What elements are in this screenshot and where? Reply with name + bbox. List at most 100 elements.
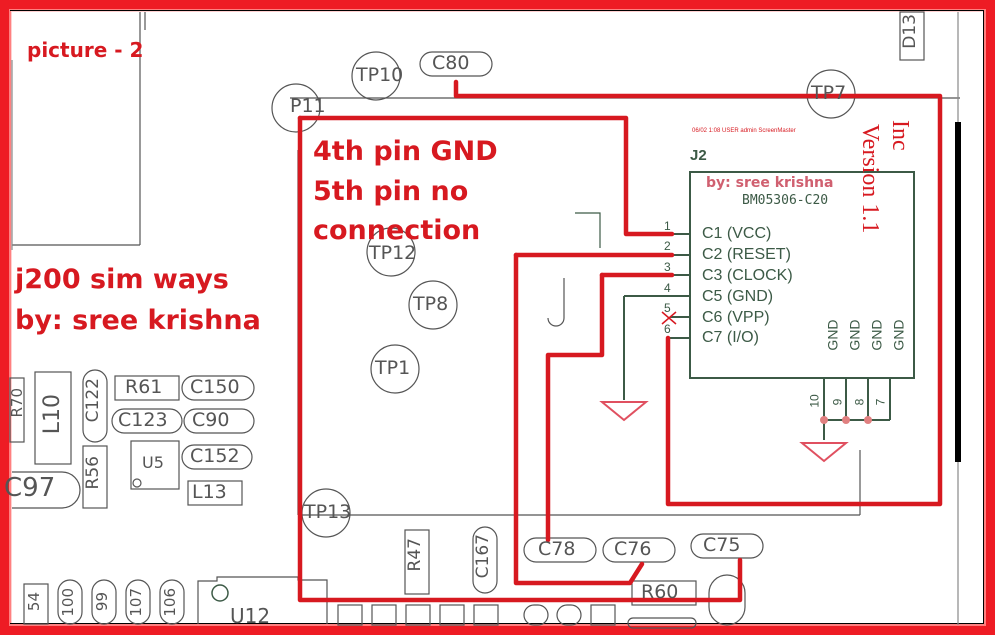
pin-label: C1 (VCC) (702, 225, 772, 242)
label-tp1: TP1 (375, 357, 411, 379)
pin-label: C2 (RESET) (702, 246, 791, 263)
gnd-pin-number: 9 (830, 398, 845, 406)
inc-text: Inc (887, 120, 913, 151)
schematic-header-small: 06/02 1:08 USER admin ScreenMaster (692, 128, 796, 134)
pin-label: C5 (GND) (702, 288, 774, 305)
label-d13: D13 (900, 14, 920, 49)
u12-outline (197, 576, 328, 624)
r56-pad (82, 445, 108, 509)
label-c90: C90 (192, 409, 230, 431)
label-u5: U5 (142, 453, 164, 472)
tp8-pad (408, 280, 458, 330)
label-tp8: TP8 (413, 293, 449, 315)
gnd-pin-label: GND (824, 319, 841, 351)
label-107: 107 (127, 588, 145, 617)
caption-line1: j200 sim ways (15, 264, 229, 295)
u5-pad (130, 440, 180, 490)
label-tp12: TP12 (369, 242, 417, 264)
label-r60: R60 (641, 581, 679, 603)
label-r56: R56 (83, 456, 103, 490)
c97-pad (12, 471, 81, 509)
label-c150: C150 (190, 376, 240, 398)
gnd-pin-label: GND (868, 319, 885, 351)
label-c122: C122 (83, 378, 103, 423)
pin-number: 6 (664, 322, 671, 336)
ground-symbol (799, 442, 849, 463)
author-overlay: by: sree krishna (706, 175, 834, 191)
no-connect-cross (661, 311, 677, 325)
connector-ref: J2 (690, 147, 707, 164)
gnd-pin-number: 10 (807, 394, 822, 408)
label-99: 99 (93, 592, 111, 612)
c123-pad (111, 408, 183, 434)
version-text: Version 1.1 (857, 124, 883, 234)
pin-number: 5 (664, 301, 671, 315)
label-r61: R61 (125, 376, 163, 398)
gnd-pin-number: 7 (873, 398, 888, 406)
pin-number: 3 (664, 260, 671, 274)
label-tp10: TP10 (356, 64, 404, 86)
label-l13: L13 (192, 481, 227, 503)
tp1-pad (370, 344, 420, 394)
pin-label: C7 (I/O) (702, 329, 759, 346)
c150-pad (181, 375, 255, 401)
tp10-pad (351, 51, 401, 101)
label-l10: L10 (40, 394, 65, 435)
c90-pad (183, 408, 255, 434)
trace-vcc (297, 115, 675, 237)
pin-number: 4 (664, 281, 671, 295)
trace-clock-down (545, 272, 605, 543)
c152-pad (181, 444, 253, 470)
trace-io (453, 79, 943, 507)
picture-label: picture - 2 (27, 38, 144, 62)
label-c76: C76 (614, 538, 652, 560)
label-tp11: P11 (290, 95, 326, 117)
c78-pad (523, 537, 597, 563)
pin-note-line1: 4th pin GND (313, 136, 498, 167)
label-100: 100 (59, 588, 77, 617)
label-c152: C152 (190, 445, 240, 467)
pin-label: C3 (CLOCK) (702, 267, 793, 284)
label-54: 54 (25, 592, 43, 612)
label-r47: R47 (405, 538, 425, 572)
c80-pad (419, 51, 493, 77)
d13-pad (899, 11, 925, 61)
label-106: 106 (161, 588, 179, 617)
edge-bar (955, 122, 961, 462)
caption-line2: by: sree krishna (15, 305, 261, 336)
ground-symbol (599, 401, 649, 422)
pin-number: 1 (664, 219, 671, 233)
label-c123: C123 (118, 409, 168, 431)
c122-pad (82, 369, 108, 443)
gnd-pin-number: 8 (852, 398, 867, 406)
c75-pad (690, 533, 764, 559)
label-c80: C80 (432, 52, 470, 74)
tp11-pad (271, 83, 321, 133)
c76-pad (602, 537, 676, 563)
l13-pad (187, 480, 243, 506)
gnd-pin-label: GND (890, 319, 907, 351)
r61-pad (114, 375, 180, 401)
pin-label: C6 (VPP) (702, 309, 770, 326)
pin-note-line3: connection (313, 215, 481, 246)
l10-pad (34, 371, 72, 465)
trace-vcc-loop (297, 115, 743, 603)
label-tp13: TP13 (304, 501, 352, 523)
pin-number: 2 (664, 239, 671, 253)
label-c97: C97 (4, 473, 56, 503)
junction-dot (820, 416, 828, 424)
label-tp7: TP7 (811, 82, 847, 104)
tp12-pad (366, 227, 416, 277)
gnd-pin-label: GND (846, 319, 863, 351)
label-c167: C167 (473, 534, 493, 579)
label-r70: R70 (8, 388, 26, 418)
trace-reset-down (513, 252, 645, 586)
r47-pad (404, 529, 430, 595)
pin-note-line2: 5th pin no (313, 176, 469, 207)
board-border (10, 10, 984, 624)
r60-pad (631, 580, 697, 606)
c167-pad (472, 526, 498, 594)
label-c75: C75 (703, 534, 741, 556)
